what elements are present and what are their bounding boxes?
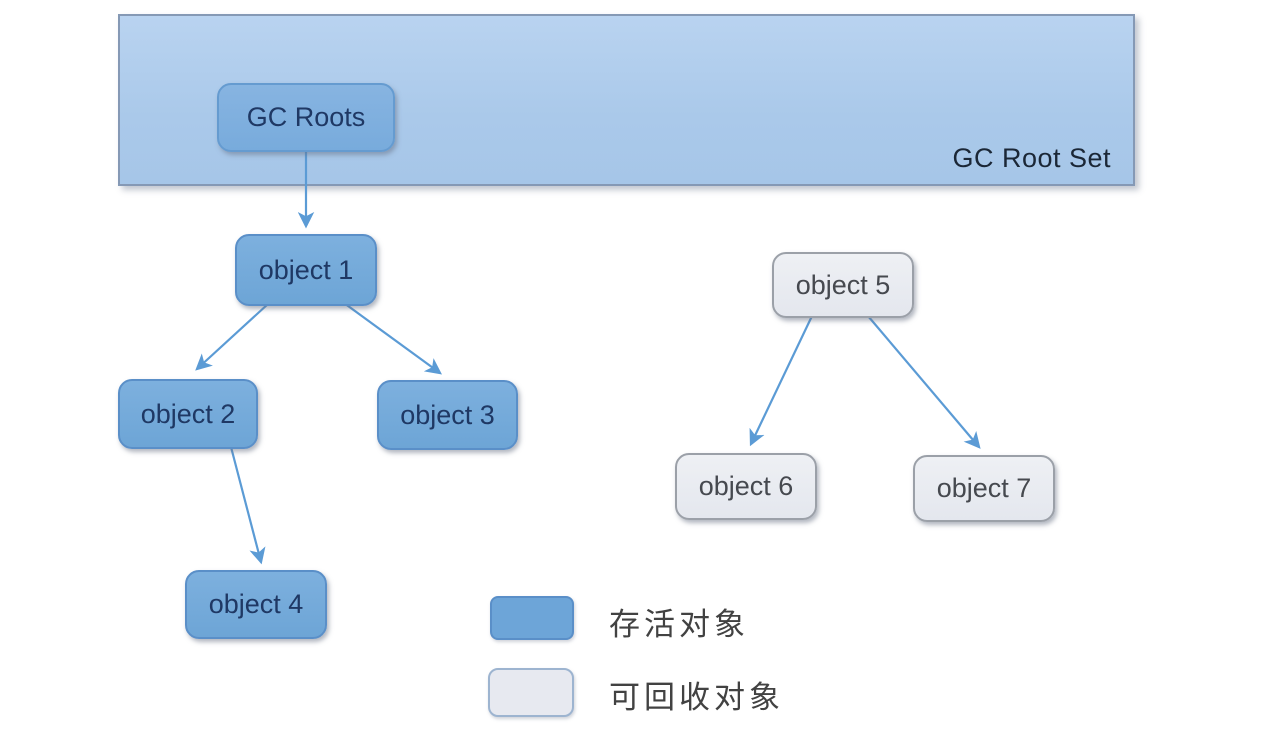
edge-object5-object6: [749, 315, 813, 447]
node-object-6: object 6: [675, 453, 817, 520]
edge-object2-object4: [229, 446, 266, 565]
legend-swatch-live-object: [490, 596, 574, 640]
gc-root-set-label: GC Root Set: [952, 143, 1111, 173]
node-object-3: object 3: [377, 380, 518, 450]
legend-label-collectible-object: 可回收对象: [609, 680, 784, 715]
node-object-5: object 5: [772, 252, 914, 318]
edge-object1-object3: [343, 302, 442, 375]
node-object-4: object 4: [185, 570, 327, 639]
legend-swatch-collectible-object: [488, 668, 574, 717]
node-object-7: object 7: [913, 455, 1055, 522]
node-gc-roots: GC Roots: [217, 83, 395, 152]
legend-label-live-object: 存活对象: [609, 607, 749, 642]
node-object-2: object 2: [118, 379, 258, 449]
node-object-1: object 1: [235, 234, 377, 306]
edge-object1-object2: [195, 303, 269, 371]
edge-object5-object7: [867, 315, 981, 449]
